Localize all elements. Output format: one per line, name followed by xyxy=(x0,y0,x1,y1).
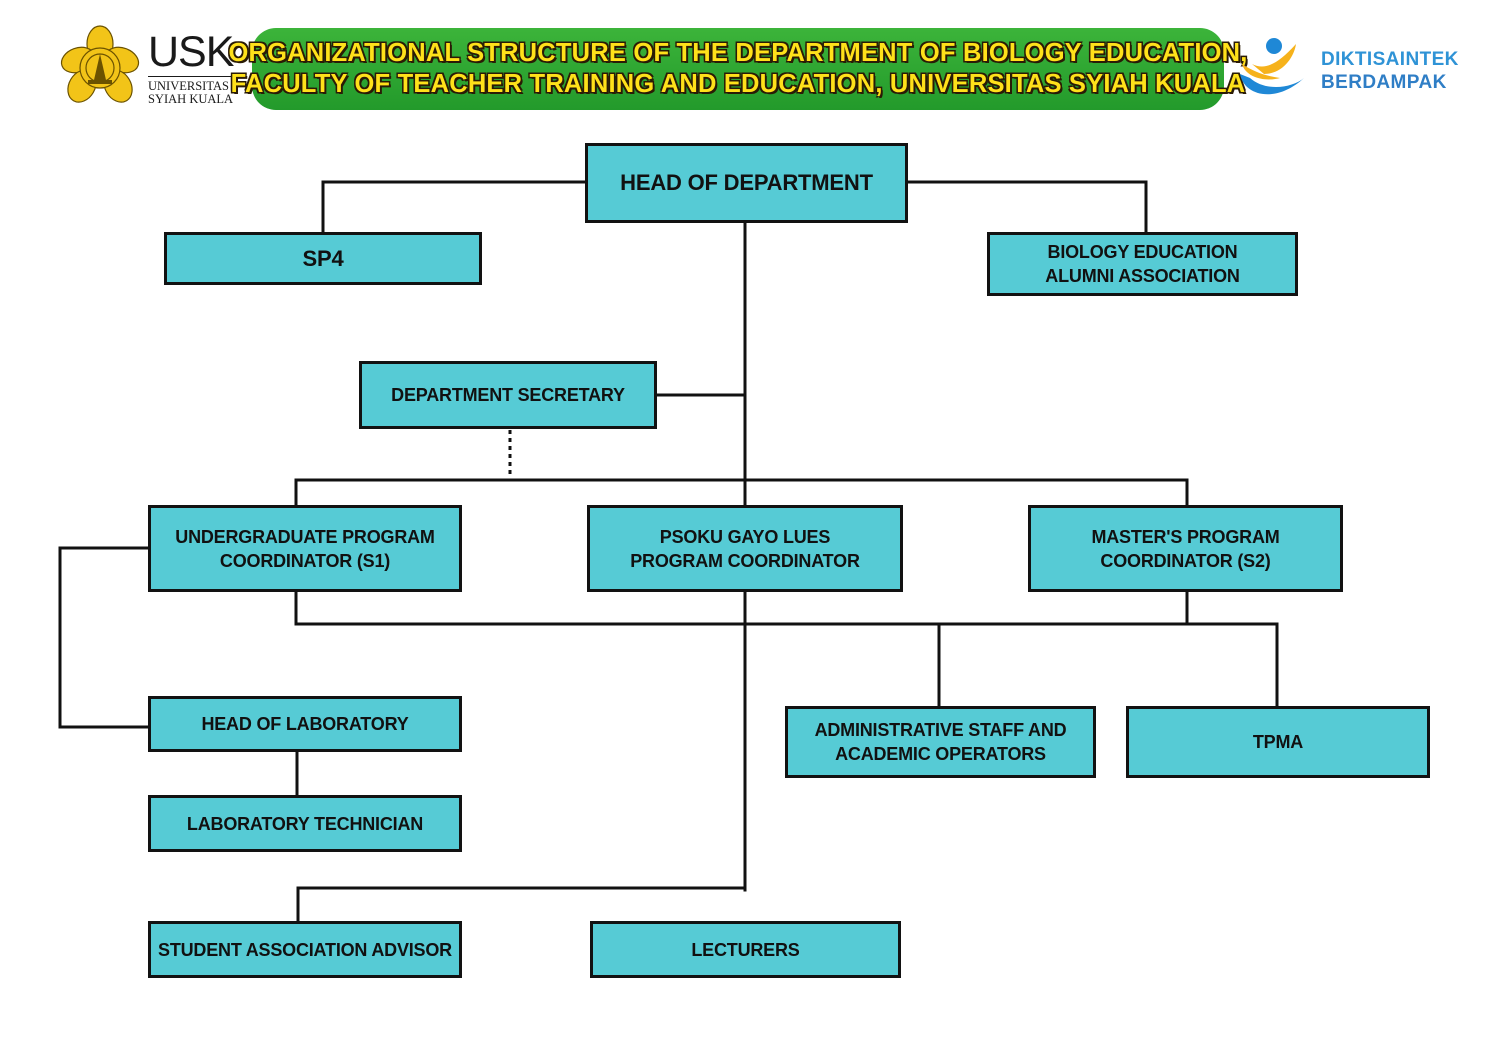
connector-head-sp4 xyxy=(321,180,588,235)
label-head-of-department: HEAD OF DEPARTMENT xyxy=(620,170,873,195)
label-laboratory-technician: LABORATORY TECHNICIAN xyxy=(186,813,424,834)
box-tpma: TPMA xyxy=(1126,706,1430,778)
page-title-line2: FACULTY OF TEACHER TRAINING AND EDUCATIO… xyxy=(230,70,1246,98)
label-tpma: TPMA xyxy=(1252,732,1304,752)
box-undergraduate-coordinator: UNDERGRADUATE PROGRAM COORDINATOR (S1) xyxy=(148,505,462,592)
label-psoku-coordinator: PSOKU GAYO LUES PROGRAM COORDINATOR xyxy=(630,526,860,571)
label-alumni-association: BIOLOGY EDUCATION ALUMNI ASSOCIATION xyxy=(1045,242,1240,286)
box-department-secretary: DEPARTMENT SECRETARY xyxy=(359,361,657,429)
title-banner: ORGANIZATIONAL STRUCTURE OF THE DEPARTME… xyxy=(228,28,1247,110)
label-administrative-staff: ADMINISTRATIVE STAFF AND ACADEMIC OPERAT… xyxy=(814,720,1067,764)
connector-student-advisor xyxy=(296,886,747,924)
connector-coordinators-bar xyxy=(294,478,1189,508)
box-head-of-department: HEAD OF DEPARTMENT xyxy=(585,143,908,223)
connector-head-alumni xyxy=(904,180,1148,235)
label-sp4: SP4 xyxy=(302,245,344,271)
label-undergraduate-coordinator: UNDERGRADUATE PROGRAM COORDINATOR (S1) xyxy=(175,526,435,571)
usk-divider xyxy=(148,76,238,77)
label-student-association-advisor: STUDENT ASSOCIATION ADVISOR xyxy=(158,939,452,960)
diktisaintek-line2: BERDAMPAK xyxy=(1321,72,1447,93)
diktisaintek-emblem-icon xyxy=(1240,38,1304,95)
usk-emblem-icon xyxy=(60,25,140,103)
box-administrative-staff: ADMINISTRATIVE STAFF AND ACADEMIC OPERAT… xyxy=(785,706,1096,778)
usk-name-line2: SYIAH KUALA xyxy=(148,92,234,106)
box-lecturers: LECTURERS xyxy=(590,921,901,978)
box-masters-coordinator: MASTER'S PROGRAM COORDINATOR (S2) xyxy=(1028,505,1343,592)
box-laboratory-technician: LABORATORY TECHNICIAN xyxy=(148,795,462,852)
label-masters-coordinator: MASTER'S PROGRAM COORDINATOR (S2) xyxy=(1091,526,1280,571)
page-title-line1: ORGANIZATIONAL STRUCTURE OF THE DEPARTME… xyxy=(228,39,1248,67)
box-student-association-advisor: STUDENT ASSOCIATION ADVISOR xyxy=(148,921,462,978)
connector-staff-bar xyxy=(294,589,1189,626)
box-head-of-laboratory: HEAD OF LABORATORY xyxy=(148,696,462,752)
usk-name-line1: UNIVERSITAS xyxy=(148,79,229,93)
box-psoku-coordinator: PSOKU GAYO LUES PROGRAM COORDINATOR xyxy=(587,505,903,592)
label-lecturers: LECTURERS xyxy=(691,939,800,960)
label-head-of-laboratory: HEAD OF LABORATORY xyxy=(201,714,409,734)
box-alumni-association: BIOLOGY EDUCATION ALUMNI ASSOCIATION xyxy=(987,232,1298,296)
usk-logo: USK UNIVERSITAS SYIAH KUALA xyxy=(58,24,248,110)
label-department-secretary: DEPARTMENT SECRETARY xyxy=(391,385,625,405)
usk-abbreviation: USK xyxy=(148,28,234,76)
diktisaintek-logo: DIKTISAINTEK BERDAMPAK xyxy=(1236,34,1476,106)
diktisaintek-line1: DIKTISAINTEK xyxy=(1321,49,1459,70)
box-sp4: SP4 xyxy=(164,232,482,285)
connector-ug-lab xyxy=(58,546,152,729)
